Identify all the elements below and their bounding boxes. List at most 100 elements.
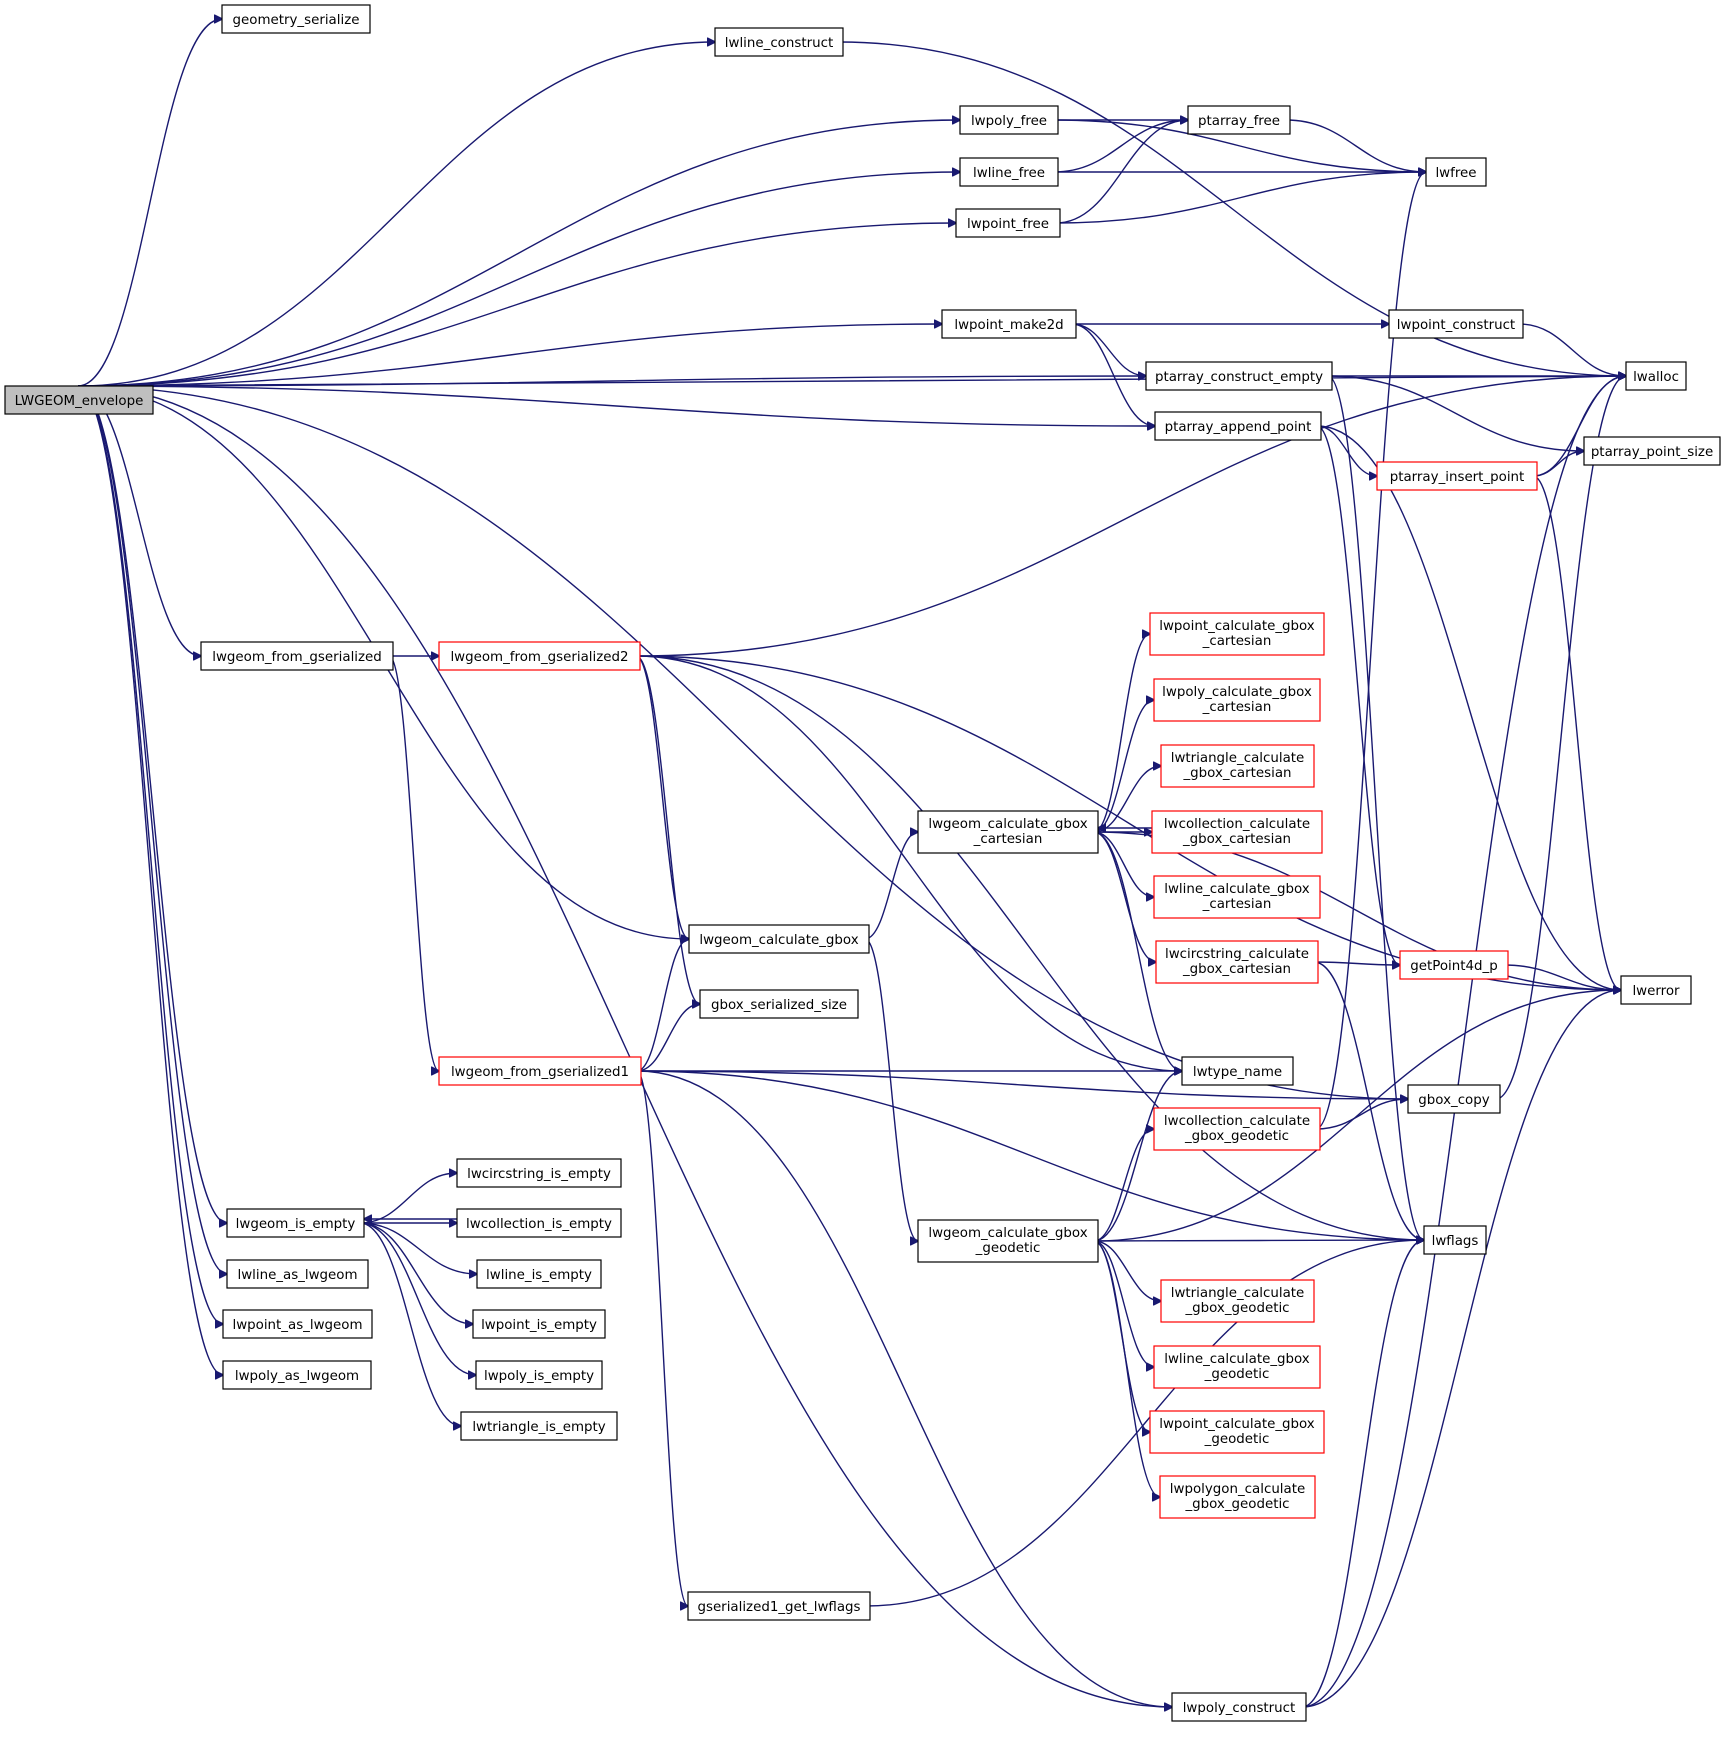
node-lwtype-name[interactable]: lwtype_name bbox=[1181, 1056, 1294, 1086]
node-label: lwpoint_make2d bbox=[954, 318, 1063, 333]
node-lwpoly-is-empty[interactable]: lwpoly_is_empty bbox=[475, 1360, 603, 1390]
node-box bbox=[456, 1158, 622, 1188]
node-label: _cartesian bbox=[1202, 700, 1272, 715]
node-label: lwpoint_free bbox=[967, 217, 1049, 232]
node-lwline-free[interactable]: lwline_free bbox=[959, 157, 1059, 187]
node-lwgeom-calculate-gbox-cartesian[interactable]: lwgeom_calculate_gbox_cartesian bbox=[917, 810, 1099, 854]
node-lwpoint-as-lwgeom[interactable]: lwpoint_as_lwgeom bbox=[222, 1309, 373, 1339]
node-box bbox=[221, 4, 371, 34]
node-box bbox=[1160, 1279, 1315, 1323]
node-geometry-serialize[interactable]: geometry_serialize bbox=[221, 4, 371, 34]
edge-getPoint4d_p-to-lwerror bbox=[1503, 964, 1621, 990]
node-box bbox=[226, 1208, 365, 1238]
node-ptarray-insert-point[interactable]: ptarray_insert_point bbox=[1376, 461, 1538, 491]
node-lwline-calculate-gbox-cartesian[interactable]: lwline_calculate_gbox_cartesian bbox=[1153, 875, 1321, 919]
node-lwcollection-calculate-gbox-cartesian[interactable]: lwcollection_calculate_gbox_cartesian bbox=[1151, 810, 1323, 854]
node-lwpolygon-calculate-gbox-geodetic[interactable]: lwpolygon_calculate_gbox_geodetic bbox=[1159, 1475, 1316, 1519]
node-lwcollection-is-empty[interactable]: lwcollection_is_empty bbox=[456, 1208, 622, 1238]
node-lwerror[interactable]: lwerror bbox=[1620, 975, 1692, 1005]
node-lwcircstring-is-empty[interactable]: lwcircstring_is_empty bbox=[456, 1158, 622, 1188]
node-lwline-as-lwgeom[interactable]: lwline_as_lwgeom bbox=[226, 1259, 369, 1289]
edge-LWGEOM_envelope-to-lwgeom_is_empty bbox=[77, 385, 227, 1223]
edge-gbox_copy-to-lwalloc bbox=[1495, 376, 1626, 1100]
node-label: ptarray_construct_empty bbox=[1155, 370, 1323, 385]
node-label: lwerror bbox=[1632, 984, 1680, 999]
node-box bbox=[4, 385, 154, 415]
edge-ptarray_append_point-to-ptarray_insert_point bbox=[1316, 425, 1377, 476]
edge-lwpoint_construct-to-lwalloc bbox=[1518, 323, 1626, 376]
node-ptarray-point-size[interactable]: ptarray_point_size bbox=[1583, 436, 1721, 466]
node-label: lwpolygon_calculate bbox=[1170, 1482, 1305, 1497]
edge-LWGEOM_envelope-to-geometry_serialize bbox=[77, 19, 222, 387]
node-getpoint4d-p[interactable]: getPoint4d_p bbox=[1399, 950, 1509, 980]
node-label: _gbox_cartesian bbox=[1182, 962, 1291, 977]
node-lwline-is-empty[interactable]: lwline_is_empty bbox=[476, 1259, 602, 1289]
node-label: lwline_is_empty bbox=[486, 1268, 592, 1283]
node-label: lwpoly_calculate_gbox bbox=[1162, 685, 1312, 700]
node-box bbox=[200, 641, 394, 671]
node-box bbox=[1153, 1107, 1321, 1151]
edge-lwpoint_make2d-to-ptarray_append_point bbox=[1071, 323, 1155, 426]
node-lwgeom-is-empty[interactable]: lwgeom_is_empty bbox=[226, 1208, 365, 1238]
node-ptarray-append-point[interactable]: ptarray_append_point bbox=[1154, 411, 1322, 441]
node-ptarray-free[interactable]: ptarray_free bbox=[1187, 105, 1291, 135]
node-box bbox=[1620, 975, 1692, 1005]
node-lwgeom-calculate-gbox-geodetic[interactable]: lwgeom_calculate_gbox_geodetic bbox=[917, 1219, 1099, 1263]
node-lwpoly-as-lwgeom[interactable]: lwpoly_as_lwgeom bbox=[222, 1360, 372, 1390]
node-lwfree[interactable]: lwfree bbox=[1425, 157, 1487, 187]
node-lwpoint-is-empty[interactable]: lwpoint_is_empty bbox=[472, 1309, 606, 1339]
node-lwcollection-calculate-gbox-geodetic[interactable]: lwcollection_calculate_gbox_geodetic bbox=[1153, 1107, 1321, 1151]
edge-lwgeom_calculate_gbox_cartesian-to-lwline_calculate_gbox_cartesian bbox=[1093, 831, 1154, 897]
node-box bbox=[1423, 1225, 1487, 1255]
node-label: lwgeom_is_empty bbox=[236, 1217, 356, 1232]
edge-LWGEOM_envelope-to-lwpoint_free bbox=[77, 223, 956, 387]
node-lwgeom-calculate-gbox[interactable]: lwgeom_calculate_gbox bbox=[688, 924, 870, 954]
node-gbox-copy[interactable]: gbox_copy bbox=[1407, 1084, 1501, 1114]
node-box bbox=[1399, 950, 1509, 980]
node-gserialized1-get-lwflags[interactable]: gserialized1_get_lwflags bbox=[687, 1591, 871, 1621]
node-box bbox=[1155, 940, 1319, 984]
node-lwflags[interactable]: lwflags bbox=[1423, 1225, 1487, 1255]
node-box bbox=[714, 27, 844, 57]
node-lwpoly-construct[interactable]: lwpoly_construct bbox=[1171, 1692, 1307, 1722]
node-lwtriangle-is-empty[interactable]: lwtriangle_is_empty bbox=[460, 1411, 618, 1441]
node-lwpoint-construct[interactable]: lwpoint_construct bbox=[1388, 309, 1524, 339]
node-label: lwalloc bbox=[1633, 370, 1679, 385]
node-label: lwflags bbox=[1432, 1234, 1479, 1249]
edge-lwcollection_calculate_gbox_geodetic-to-gbox_copy bbox=[1315, 1099, 1408, 1130]
node-label: lwtriangle_is_empty bbox=[472, 1420, 605, 1435]
node-lwpoint-calculate-gbox-geodetic[interactable]: lwpoint_calculate_gbox_geodetic bbox=[1149, 1410, 1325, 1454]
node-label: _gbox_geodetic bbox=[1184, 1497, 1289, 1512]
node-ptarray-construct-empty[interactable]: ptarray_construct_empty bbox=[1145, 361, 1333, 391]
node-box bbox=[1376, 461, 1538, 491]
node-lwgeom-from-gserialized1[interactable]: lwgeom_from_gserialized1 bbox=[438, 1056, 642, 1086]
node-lwpoint-calculate-gbox-cartesian[interactable]: lwpoint_calculate_gbox_cartesian bbox=[1149, 612, 1325, 656]
node-lwpoint-make2d[interactable]: lwpoint_make2d bbox=[941, 309, 1077, 339]
node-gbox-serialized-size[interactable]: gbox_serialized_size bbox=[699, 989, 859, 1019]
node-label: gbox_copy bbox=[1418, 1093, 1489, 1108]
node-lwalloc[interactable]: lwalloc bbox=[1625, 361, 1687, 391]
edge-lwgeom_calculate_gbox-to-lwgeom_calculate_gbox_geodetic bbox=[864, 938, 918, 1241]
node-lwgeom-from-gserialized[interactable]: lwgeom_from_gserialized bbox=[200, 641, 394, 671]
node-lwpoly-calculate-gbox-cartesian[interactable]: lwpoly_calculate_gbox_cartesian bbox=[1153, 678, 1321, 722]
edge-lwgeom_is_empty-to-lwpoint_is_empty bbox=[359, 1222, 473, 1324]
edge-LWGEOM_envelope-to-lwpoly_as_lwgeom bbox=[77, 385, 223, 1375]
node-label: lwpoly_construct bbox=[1183, 1701, 1296, 1716]
node-lwcircstring-calculate-gbox-cartesian[interactable]: lwcircstring_calculate_gbox_cartesian bbox=[1155, 940, 1319, 984]
node-lwtriangle-calculate-gbox-cartesian[interactable]: lwtriangle_calculate_gbox_cartesian bbox=[1160, 744, 1315, 788]
edge-lwgeom_is_empty-to-lwpoly_is_empty bbox=[359, 1222, 476, 1375]
node-label: _cartesian bbox=[973, 832, 1043, 847]
node-lwgeom-from-gserialized2[interactable]: lwgeom_from_gserialized2 bbox=[438, 641, 641, 671]
node-label: lwpoint_calculate_gbox bbox=[1159, 1417, 1315, 1432]
node-lwtriangle-calculate-gbox-geodetic[interactable]: lwtriangle_calculate_gbox_geodetic bbox=[1160, 1279, 1315, 1323]
node-label: lwgeom_calculate_gbox bbox=[928, 817, 1087, 832]
edge-lwline_free-to-ptarray_free bbox=[1053, 120, 1188, 173]
node-lwpoly-free[interactable]: lwpoly_free bbox=[959, 105, 1059, 135]
node-lwline-construct[interactable]: lwline_construct bbox=[714, 27, 844, 57]
edge-ptarray_append_point-to-getPoint4d_p bbox=[1316, 425, 1400, 965]
node-lwpoint-free[interactable]: lwpoint_free bbox=[955, 208, 1061, 238]
node-lwline-calculate-gbox-geodetic[interactable]: lwline_calculate_gbox_geodetic bbox=[1153, 1345, 1321, 1389]
node-label: lwline_construct bbox=[725, 36, 833, 51]
edge-LWGEOM_envelope-to-lwline_as_lwgeom bbox=[77, 385, 227, 1274]
node-lwgeom-envelope[interactable]: LWGEOM_envelope bbox=[4, 385, 154, 415]
